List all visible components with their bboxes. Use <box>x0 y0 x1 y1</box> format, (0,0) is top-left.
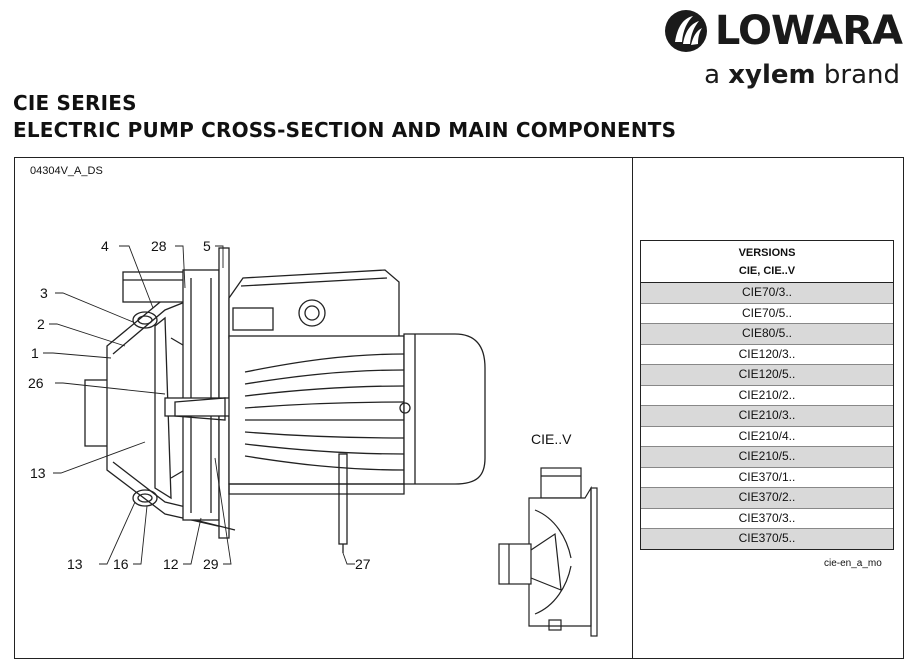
page-title: ELECTRIC PUMP CROSS-SECTION AND MAIN COM… <box>13 118 677 142</box>
version-row: CIE70/5.. <box>641 304 893 324</box>
version-row: CIE120/3.. <box>641 345 893 365</box>
drawing-frame <box>14 157 904 659</box>
version-row: CIE370/5.. <box>641 529 893 549</box>
callout-29: 29 <box>203 556 219 572</box>
callout-28: 28 <box>151 238 167 254</box>
logo-tagline: a xylem brand <box>704 60 900 90</box>
version-row: CIE120/5.. <box>641 365 893 386</box>
drawing-code: 04304V_A_DS <box>30 165 103 177</box>
lowara-logo: LOWARA a xylem brand <box>662 4 903 92</box>
version-row: CIE210/4.. <box>641 427 893 447</box>
callout-4: 4 <box>101 238 109 254</box>
versions-table: VERSIONS CIE, CIE..V CIE70/3.. CIE70/5..… <box>640 240 894 550</box>
lowara-swirl-icon <box>664 10 707 52</box>
version-row: CIE210/3.. <box>641 406 893 427</box>
callout-12: 12 <box>163 556 179 572</box>
callout-27: 27 <box>355 556 371 572</box>
callout-13-upper: 13 <box>30 465 46 481</box>
version-row: CIE210/2.. <box>641 386 893 406</box>
versions-header: VERSIONS CIE, CIE..V <box>641 241 893 283</box>
callout-2: 2 <box>37 316 45 332</box>
callout-16: 16 <box>113 556 129 572</box>
version-row: CIE370/2.. <box>641 488 893 509</box>
version-row: CIE210/5.. <box>641 447 893 468</box>
callout-26: 26 <box>28 375 44 391</box>
version-row: CIE70/3.. <box>641 283 893 304</box>
series-title: CIE SERIES <box>13 91 137 115</box>
logo-wordmark: LOWARA <box>714 8 903 54</box>
variant-label: CIE..V <box>531 431 572 447</box>
frame-divider <box>632 157 633 659</box>
callout-13-lower: 13 <box>67 556 83 572</box>
callout-3: 3 <box>40 285 48 301</box>
reference-code: cie-en_a_mo <box>824 558 882 569</box>
version-row: CIE370/3.. <box>641 509 893 529</box>
callout-5: 5 <box>203 238 211 254</box>
pump-cross-section-drawing: 4 28 5 3 2 1 26 13 13 16 12 29 27 CIE..V <box>28 238 598 637</box>
version-row: CIE80/5.. <box>641 324 893 345</box>
callout-1: 1 <box>31 345 39 361</box>
version-row: CIE370/1.. <box>641 468 893 488</box>
